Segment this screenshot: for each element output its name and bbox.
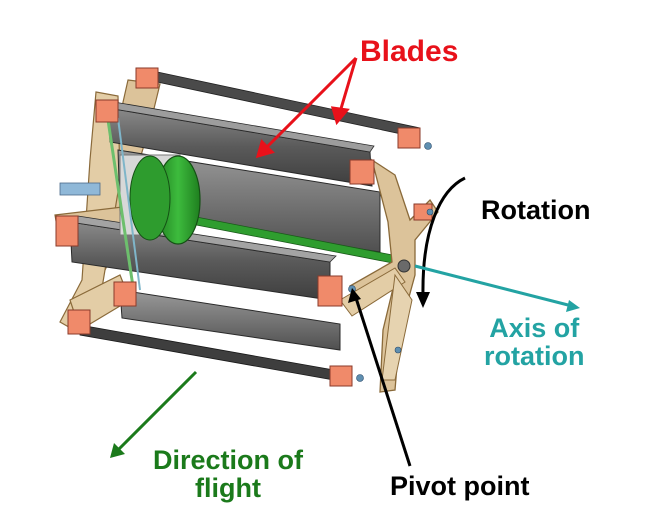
pivot-point-label: Pivot point <box>390 471 530 501</box>
axis-arrow <box>414 264 580 312</box>
blade-bottom <box>119 289 341 351</box>
flight-arrow <box>110 370 198 458</box>
motor <box>59 154 201 245</box>
rotation-label: Rotation <box>481 195 591 225</box>
axis-label-line2: rotation <box>484 341 585 372</box>
rotation-arrow <box>416 176 466 308</box>
blades-label: Blades <box>360 35 459 68</box>
flight-label-line2: flight <box>195 473 261 504</box>
green-rods <box>106 117 141 301</box>
direction-of-flight-label: Direction of flight <box>135 446 321 503</box>
axis-of-rotation-label: Axis of rotation <box>484 314 585 371</box>
pivot-arrow <box>348 288 412 467</box>
blades-arrows <box>255 56 358 159</box>
clamp-bolts <box>348 142 434 382</box>
axis-label-line1: Axis of <box>489 313 580 343</box>
blade-clamps <box>55 67 433 387</box>
flight-label-line1: Direction of <box>152 445 303 475</box>
